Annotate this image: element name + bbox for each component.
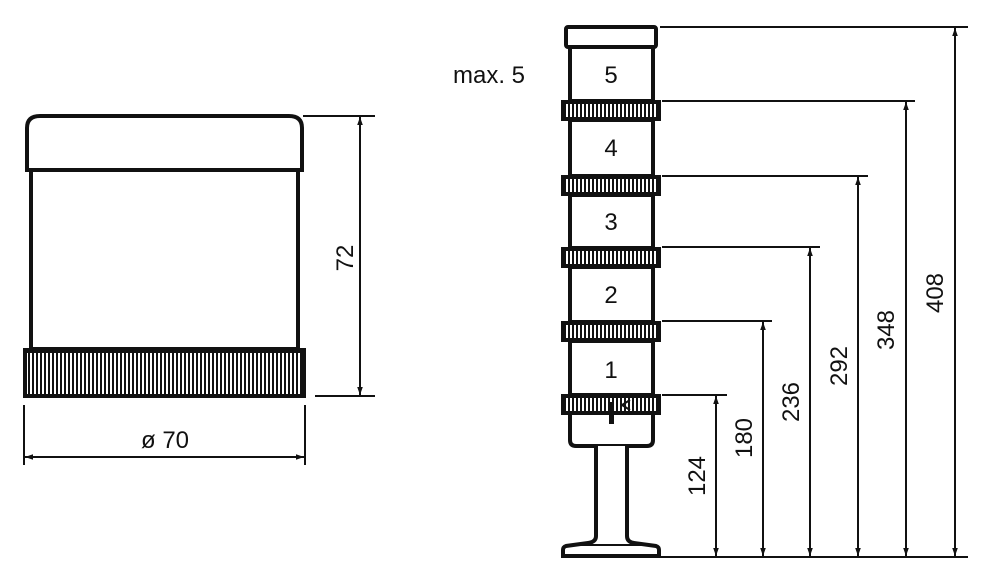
dim-label-292: 292 [826,346,853,386]
dim-label-408: 408 [922,273,949,313]
single-module [23,114,306,398]
module-number-5: 5 [604,62,617,89]
signal-tower: 5 4 3 2 1 [561,25,661,558]
ring-5 [561,100,661,121]
ring-3 [561,247,661,268]
diameter-dimension: ø 70 [23,405,306,465]
dim-label-236: 236 [778,382,805,422]
tower-base-body [568,411,655,448]
dim-label-348: 348 [873,310,900,350]
module-base-ring [23,348,306,398]
module-number-4: 4 [604,135,617,162]
module-body [29,168,300,351]
tower-cap [564,25,658,49]
module-number-1: 1 [604,357,617,384]
height-dimension: 72 [303,115,375,397]
ring-4 [561,175,661,196]
tower-pole [561,446,661,558]
module-number-2: 2 [604,282,617,309]
diameter-label: ø 70 [141,427,189,454]
height-label: 72 [332,245,359,272]
module-number-3: 3 [604,209,617,236]
module-cap [25,114,304,172]
max-modules-label: max. 5 [453,62,525,89]
ring-2 [561,321,661,342]
dim-label-124: 124 [684,456,711,496]
dim-label-180: 180 [731,418,758,458]
tower-dimensions: 408 348 292 236 180 124 [659,26,968,558]
